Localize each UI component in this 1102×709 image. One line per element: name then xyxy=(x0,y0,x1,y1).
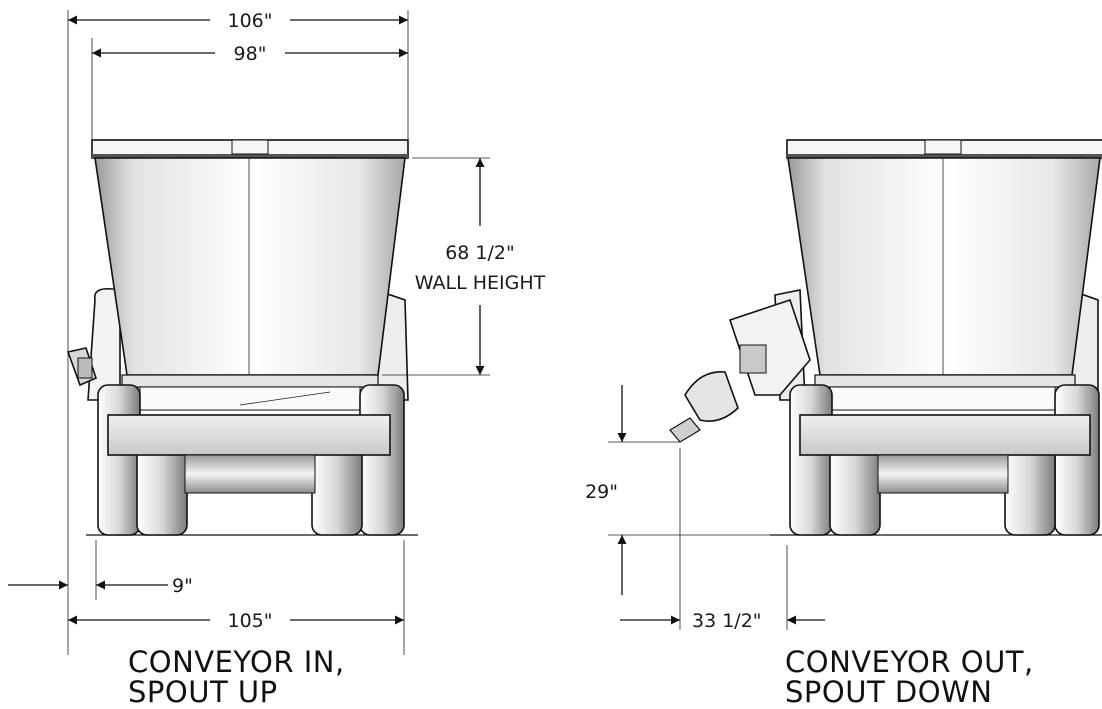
spout xyxy=(684,371,739,422)
dimension-lines: 106" 98" 68 1/2" WALL HEIGHT 9" 105" 29" xyxy=(8,10,825,655)
hopper-wall-right xyxy=(787,157,1101,376)
axle-tube-right xyxy=(877,454,1009,494)
left-caption-line1: CONVEYOR IN, xyxy=(128,645,345,679)
axle-beam-right xyxy=(799,414,1091,456)
tire-outer-right xyxy=(359,384,405,536)
conveyor-drive xyxy=(739,344,767,374)
conveyor-bracket xyxy=(77,357,93,379)
captions: CONVEYOR IN, SPOUT UP CONVEYOR OUT, SPOU… xyxy=(128,645,1034,709)
frame-top xyxy=(121,374,379,388)
spout-tip xyxy=(669,417,701,443)
rim-clamp-right xyxy=(924,139,962,155)
wall-height-value: 68 1/2" xyxy=(445,242,515,264)
right-view xyxy=(669,139,1102,536)
right-caption-line2: SPOUT DOWN xyxy=(785,675,992,709)
frame-linkage xyxy=(139,386,361,411)
tire-outer-left xyxy=(97,384,141,536)
left-view xyxy=(66,139,418,536)
tire-outer-right-right xyxy=(1054,384,1100,536)
dim-29-label: 29" xyxy=(585,481,618,503)
dim-105-label: 105" xyxy=(227,610,272,632)
axle-tube xyxy=(184,454,316,494)
dim-9-label: 9" xyxy=(172,575,193,597)
axle-beam xyxy=(107,414,391,456)
left-caption-line2: SPOUT UP xyxy=(128,675,278,709)
tire-outer-left-right xyxy=(789,384,833,536)
frame-linkage-right xyxy=(829,386,1056,411)
rim-clamp xyxy=(231,139,269,155)
frame-top-right xyxy=(814,374,1076,388)
left-side-housing xyxy=(87,287,121,401)
hopper-wall xyxy=(94,157,406,376)
rim-band xyxy=(92,154,408,158)
dim-98-label: 98" xyxy=(234,43,267,65)
wall-height-label: WALL HEIGHT xyxy=(415,272,546,294)
dim-33-label: 33 1/2" xyxy=(692,610,762,632)
right-caption-line1: CONVEYOR OUT, xyxy=(785,645,1034,679)
rim-band-right xyxy=(787,154,1102,158)
dim-106-label: 106" xyxy=(227,10,272,32)
linkage-bar xyxy=(239,391,331,406)
